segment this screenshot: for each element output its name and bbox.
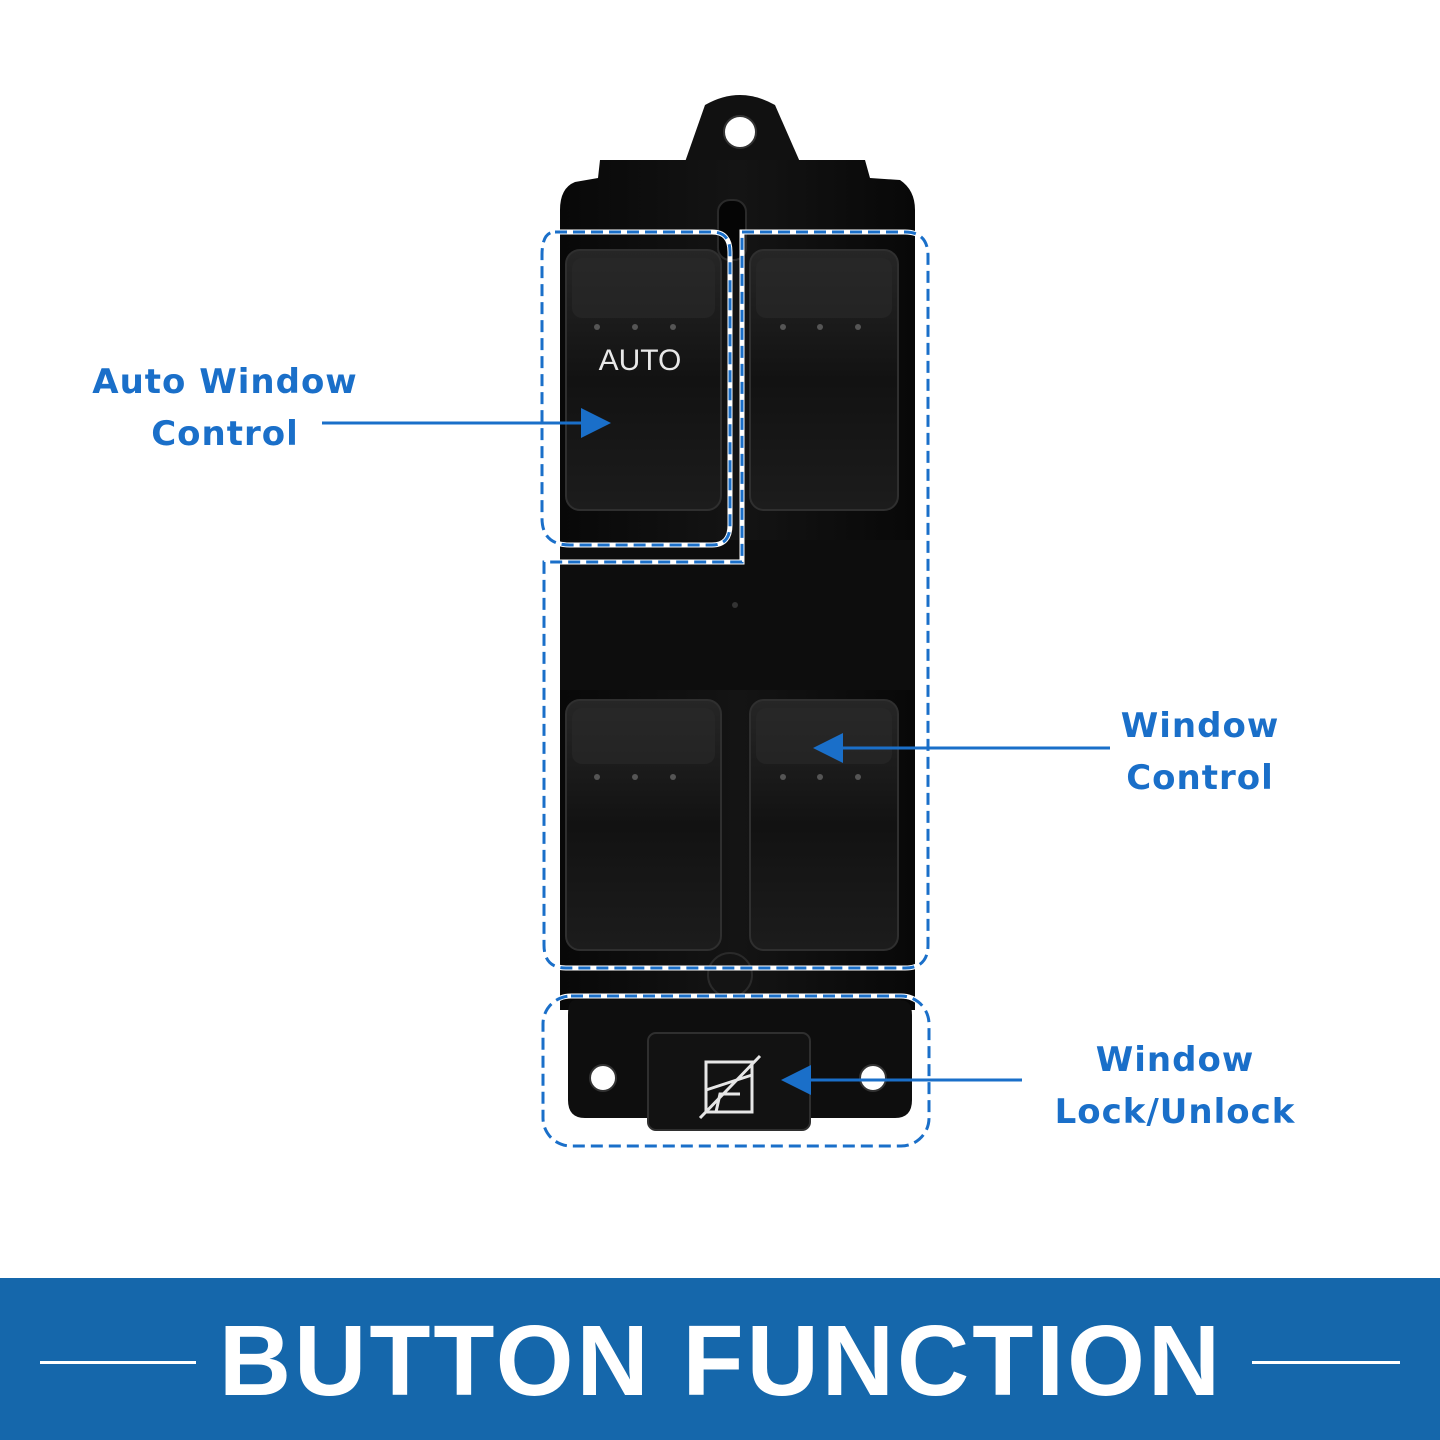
footer-rule-right	[1252, 1361, 1400, 1364]
auto-window-callout-line-2: Control	[151, 414, 299, 454]
auto-window-callout-line-1: Auto Window	[92, 362, 358, 402]
window-button-rear-right[interactable]	[749, 699, 899, 951]
window-button-front-left[interactable]	[565, 249, 722, 511]
window-lock-callout-line-2: Lock/Unlock	[1054, 1092, 1296, 1132]
mounting-tab	[685, 95, 800, 162]
window-control-callout-line-1: Window	[1120, 706, 1280, 746]
window-control-callout-line-2: Control	[1126, 758, 1274, 798]
window-lock-callout-line-1: Window	[1095, 1040, 1255, 1080]
window-button-front-right[interactable]	[749, 249, 899, 511]
window-lock-icon	[698, 1054, 762, 1120]
auto-window-control-callout: Auto Window Control	[70, 356, 380, 460]
auto-window-zone-outline	[539, 229, 733, 548]
auto-button-label: AUTO	[599, 344, 682, 377]
window-lock-zone-outline	[540, 993, 932, 1149]
window-control-zone-outline	[541, 229, 931, 971]
footer-banner: BUTTON FUNCTION	[0, 1278, 1440, 1440]
window-control-callout: Window Control	[1080, 700, 1320, 804]
window-button-rear-left[interactable]	[565, 699, 722, 951]
footer-title: BUTTON FUNCTION	[218, 1305, 1224, 1417]
window-lock-callout: Window Lock/Unlock	[1030, 1034, 1320, 1138]
footer-rule-left	[40, 1361, 196, 1364]
